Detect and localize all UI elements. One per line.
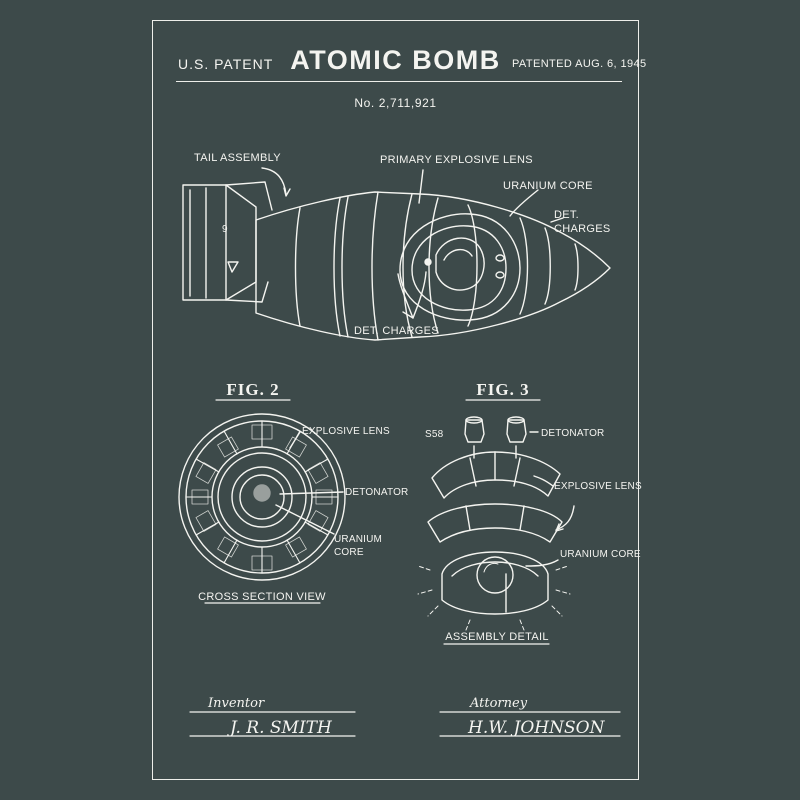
label-det-charges-bottom: DET. CHARGES <box>354 325 439 337</box>
page-title: ATOMIC BOMB <box>290 45 501 75</box>
fig2-caption: CROSS SECTION VIEW <box>198 591 326 603</box>
bomb-side-view <box>182 167 611 341</box>
label-detonator-fig2: DETONATOR <box>345 487 408 498</box>
label-detonator-fig3: DETONATOR <box>541 428 604 439</box>
label-uranium-fig2-2: CORE <box>334 547 364 558</box>
attorney-signature: H.W. JOHNSON <box>467 718 606 738</box>
cross-section-view <box>178 413 346 581</box>
patent-label: U.S. PATENT <box>178 56 274 72</box>
patent-sheet <box>152 20 639 780</box>
label-det-charges-right-1: DET. <box>554 209 579 221</box>
label-explosive-lens-fig2: EXPLOSIVE LENS <box>302 426 390 437</box>
patent-date: PATENTED AUG. 6, 1945 <box>512 58 647 70</box>
label-s58: S58 <box>425 429 444 440</box>
tail-fin-mark: 9 <box>222 224 228 235</box>
fig3-title: FIG. 3 <box>476 380 529 399</box>
header-rule <box>176 81 622 82</box>
fig2-title: FIG. 2 <box>226 380 279 399</box>
label-primary-lens: PRIMARY EXPLOSIVE LENS <box>380 154 533 166</box>
patent-number: No. 2,711,921 <box>354 96 437 110</box>
label-uranium-core-fig1: URANIUM CORE <box>503 180 593 192</box>
label-det-charges-right-2: CHARGES <box>554 223 611 235</box>
label-uranium-fig2-1: URANIUM <box>334 534 382 545</box>
assembly-detail <box>417 416 575 631</box>
label-tail-assembly: TAIL ASSEMBLY <box>194 152 281 164</box>
fig3-caption: ASSEMBLY DETAIL <box>445 631 549 643</box>
label-explosive-lens-fig3: EXPLOSIVE LENS <box>554 481 642 492</box>
inventor-label: Inventor <box>207 696 265 711</box>
attorney-label: Attorney <box>469 696 528 711</box>
label-uranium-core-fig3: URANIUM CORE <box>560 549 641 560</box>
inventor-signature: J. R. SMITH <box>227 718 333 738</box>
